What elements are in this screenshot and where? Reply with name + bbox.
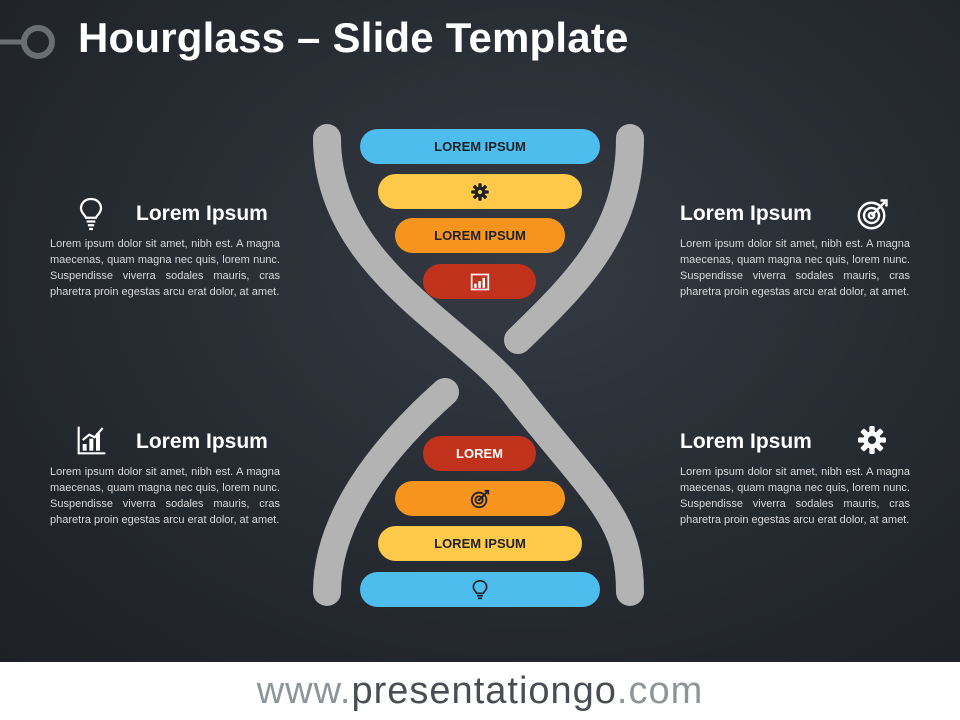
lightbulb-icon [472,579,488,599]
top-bar-2 [378,174,582,209]
top-bar-4 [423,264,536,299]
bottom-bar-3-label: LOREM IPSUM [434,536,526,551]
logo-circle-icon [0,25,55,59]
block-body: Lorem ipsum dolor sit amet, nibh est. A … [50,238,280,298]
top-bar-1-label: LOREM IPSUM [434,139,526,154]
block-title: Lorem Ipsum [136,430,268,453]
footer-url[interactable]: www.presentationgo.com [257,670,704,713]
url-suffix: .com [616,670,704,712]
url-main: presentationgo [351,670,617,712]
block-title: Lorem Ipsum [680,202,812,225]
bar-chart-icon [470,273,489,290]
target-icon [857,199,888,230]
url-prefix: www. [256,670,352,712]
target-icon [470,489,490,508]
strand-right-top [504,124,644,354]
hourglass-strands [313,124,644,606]
top-bar-3-label: LOREM IPSUM [434,228,526,243]
lightbulb-icon [79,197,103,231]
block-body: Lorem ipsum dolor sit amet, nibh est. A … [680,238,910,298]
bottom-bar-4 [360,572,600,607]
bottom-bar-1-label: LOREM [456,446,503,461]
block-body: Lorem ipsum dolor sit amet, nibh est. A … [680,466,910,526]
gear-icon [858,426,886,454]
top-bar-1: LOREM IPSUM [360,129,600,164]
block-title: Lorem Ipsum [680,430,812,453]
slide-title: Hourglass – Slide Template [78,14,629,61]
bar-chart-icon [77,426,106,455]
strand-left-bottom [313,378,459,606]
block-body: Lorem ipsum dolor sit amet, nibh est. A … [50,466,280,526]
top-bar-3: LOREM IPSUM [395,218,565,253]
bottom-bar-3: LOREM IPSUM [378,526,582,561]
block-title: Lorem Ipsum [136,202,268,225]
slide: Hourglass – Slide Template LOREM IPSUM [0,0,960,662]
bottom-bar-2 [395,481,565,516]
bottom-bar-1: LOREM [423,436,536,471]
gear-icon [471,182,489,201]
strand-left-top [313,124,644,606]
footer: www.presentationgo.com [0,662,960,720]
